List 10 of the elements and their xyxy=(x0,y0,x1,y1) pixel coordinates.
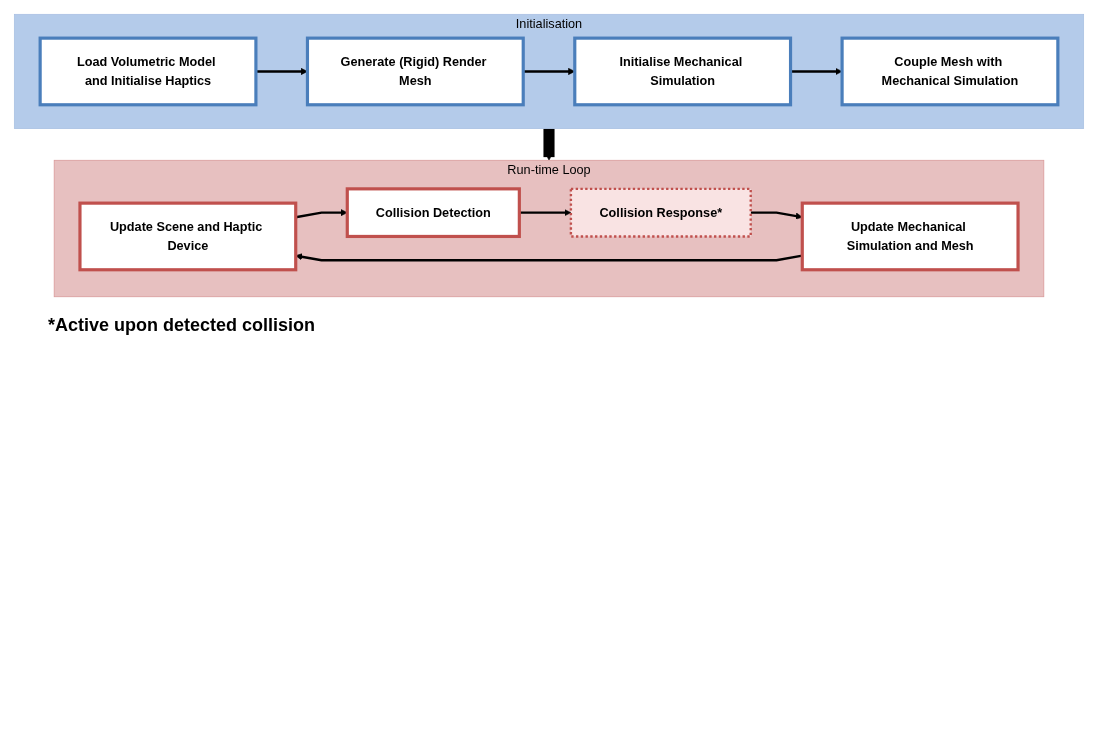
node-box: Update Mechanical Simulation and Mesh xyxy=(800,201,1020,272)
node-box: Collision Detection xyxy=(345,187,521,239)
node-box: Load Volumetric Model and Initialise Haptics xyxy=(38,36,258,107)
node-box: Generate (Rigid) Render Mesh xyxy=(305,36,525,107)
arrow xyxy=(543,128,555,161)
footnote: *Active upon detected collision xyxy=(48,315,317,337)
node-box: Collision Response* xyxy=(569,187,752,238)
node-box: Couple Mesh with Mechanical Simulation xyxy=(840,36,1060,107)
node-box: Initialise Mechanical Simulation xyxy=(573,36,793,107)
node-box: Update Scene and Haptic Device xyxy=(78,201,298,272)
